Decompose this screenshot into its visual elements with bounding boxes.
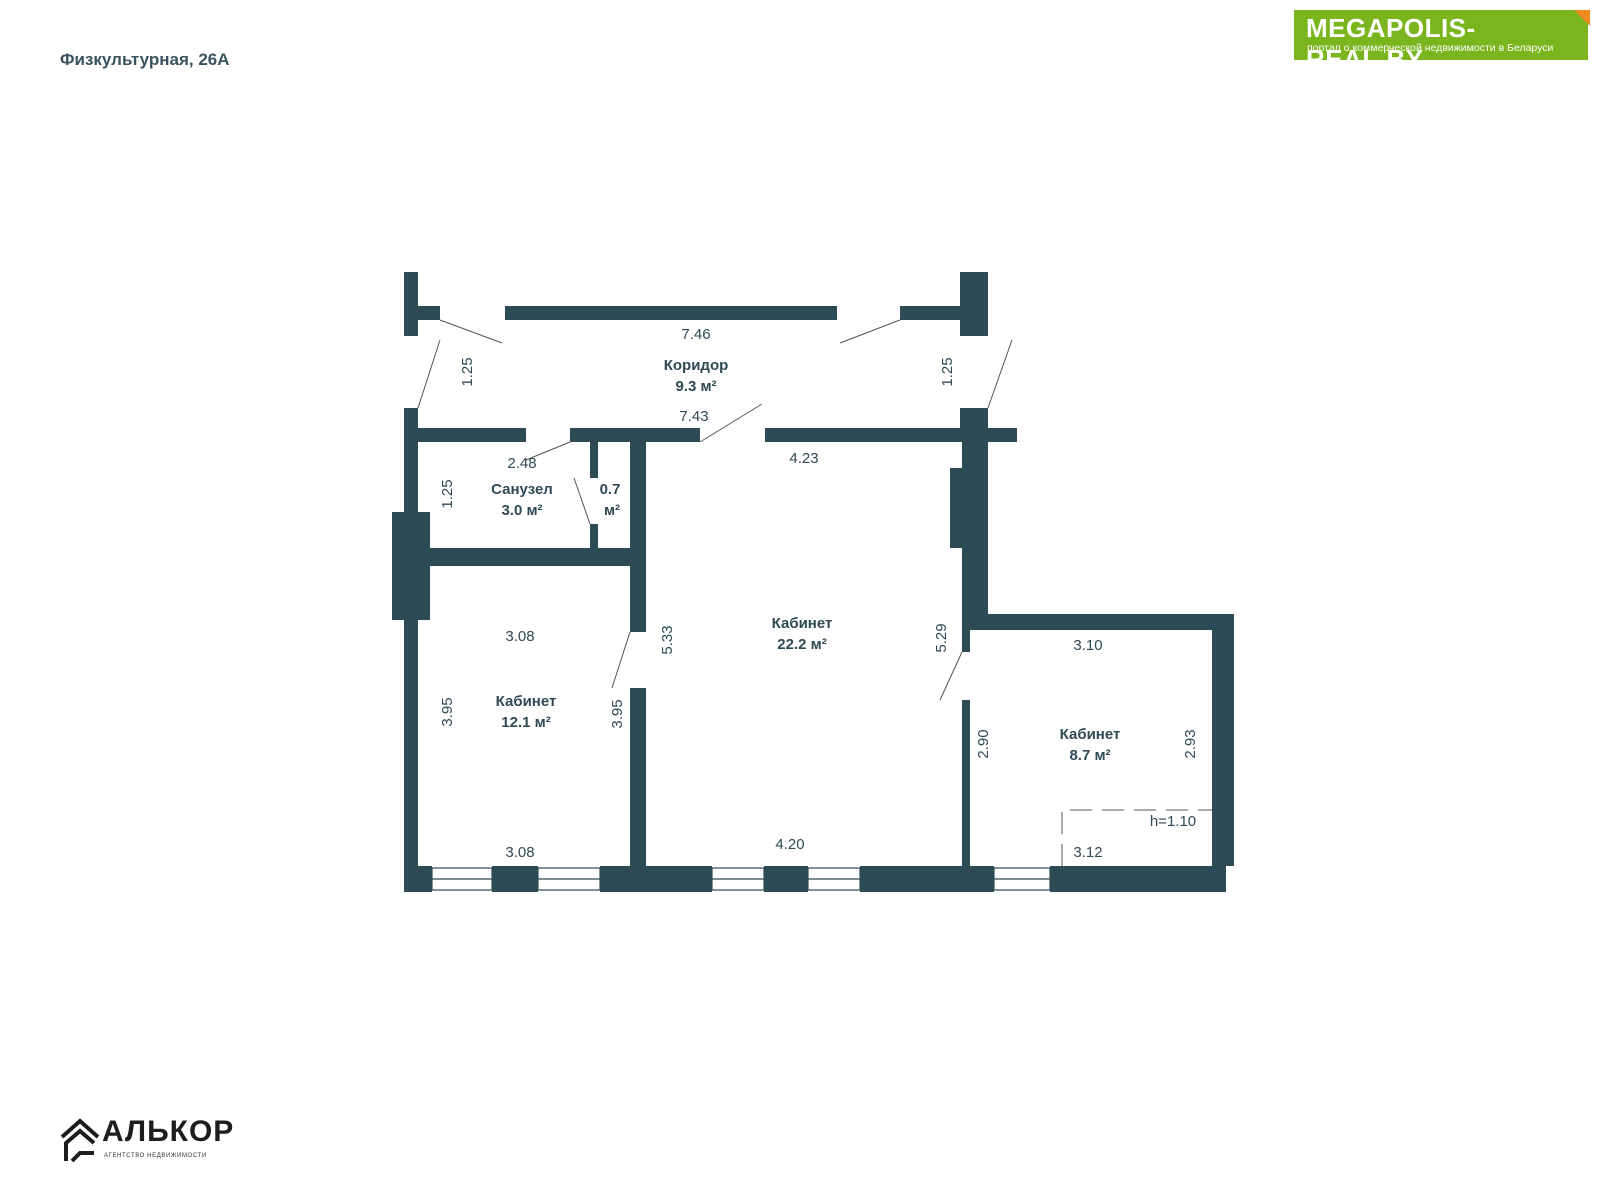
alkor-logo-name: АЛЬКОР <box>102 1115 235 1148</box>
megapolis-banner[interactable]: MEGAPOLIS-REAL.BY портал о коммерческой … <box>1294 10 1590 74</box>
dim-office-left-top: 3.08 <box>505 628 534 645</box>
wall <box>404 272 418 336</box>
room-name-office-large: Кабинет <box>772 615 833 632</box>
dim-office-large-left: 5.33 <box>659 625 676 654</box>
wall <box>962 614 1234 630</box>
wall <box>860 866 994 892</box>
dim-office-left-left: 3.95 <box>439 697 456 726</box>
wall <box>950 468 964 548</box>
wall <box>590 442 598 478</box>
dim-corridor-top: 7.46 <box>681 326 710 343</box>
room-area-closet-unit: м² <box>604 502 620 519</box>
room-name-office-right: Кабинет <box>1060 726 1121 743</box>
alkor-logo-subtitle: АГЕНТСТВО НЕДВИЖИМОСТИ <box>104 1153 207 1159</box>
room-area-office-large: 22.2 м² <box>777 636 826 653</box>
alkor-house-icon <box>60 1118 100 1163</box>
wall <box>418 428 526 442</box>
wall <box>404 408 418 892</box>
room-area-office-left: 12.1 м² <box>501 714 550 731</box>
wall <box>404 306 440 320</box>
wall <box>570 428 700 442</box>
door <box>987 339 1013 409</box>
door <box>611 631 631 689</box>
windows <box>431 867 1051 891</box>
dim-office-left-bottom: 3.08 <box>505 844 534 861</box>
dim-office-right-bottom: 3.12 <box>1073 844 1102 861</box>
megapolis-subtitle: портал о коммерческой недвижимости в Бел… <box>1307 42 1554 54</box>
wall <box>765 428 1017 442</box>
door <box>839 319 901 344</box>
dim-height-note: h=1.10 <box>1150 813 1196 830</box>
wall <box>1212 614 1234 866</box>
wall <box>962 642 970 652</box>
door <box>573 477 591 525</box>
door <box>699 403 763 443</box>
door <box>417 339 441 409</box>
banner-corner-icon <box>1574 10 1590 26</box>
dim-office-left-right: 3.95 <box>609 699 626 728</box>
wall <box>600 866 712 892</box>
walls <box>392 272 1234 892</box>
room-area-corridor: 9.3 м² <box>675 378 716 395</box>
doors <box>417 319 1013 701</box>
dim-corridor-left: 1.25 <box>459 357 476 386</box>
room-name-bathroom: Санузел <box>491 481 553 498</box>
wall <box>960 272 988 336</box>
wall <box>962 700 970 868</box>
alkor-logo: АЛЬКОР АГЕНТСТВО НЕДВИЖИМОСТИ <box>60 1115 260 1165</box>
wall <box>900 306 960 320</box>
wall <box>764 866 808 892</box>
address-title: Физкультурная, 26А <box>60 50 230 69</box>
wall <box>418 548 640 566</box>
room-name-office-left: Кабинет <box>496 693 557 710</box>
wall <box>505 306 837 320</box>
room-area-office-right: 8.7 м² <box>1069 747 1110 764</box>
room-area-bathroom: 3.0 м² <box>501 502 542 519</box>
door <box>939 651 963 701</box>
dim-office-large-right: 5.29 <box>933 623 950 652</box>
dim-office-right-right: 2.93 <box>1182 729 1199 758</box>
door <box>439 319 503 344</box>
wall <box>962 534 970 642</box>
dim-office-large-bottom: 4.20 <box>775 836 804 853</box>
wall <box>492 866 538 892</box>
wall <box>404 866 432 892</box>
megapolis-title: MEGAPOLIS-REAL.BY <box>1306 13 1476 74</box>
dim-office-right-left: 2.90 <box>975 729 992 758</box>
dim-bathroom-left: 1.25 <box>439 479 456 508</box>
dim-office-large-top: 4.23 <box>789 450 818 467</box>
dim-bathroom-top: 2.48 <box>507 455 536 472</box>
dim-office-right-top: 3.10 <box>1073 637 1102 654</box>
dim-corridor-right: 1.25 <box>939 357 956 386</box>
wall <box>630 688 646 868</box>
door <box>525 441 571 461</box>
room-name-corridor: Коридор <box>664 357 729 374</box>
low-height-zone <box>1061 809 1212 866</box>
wall <box>590 524 598 552</box>
wall <box>1050 866 1226 892</box>
room-area-closet-value: 0.7 <box>600 481 621 498</box>
dim-corridor-bottom: 7.43 <box>679 408 708 425</box>
wall <box>630 442 646 632</box>
